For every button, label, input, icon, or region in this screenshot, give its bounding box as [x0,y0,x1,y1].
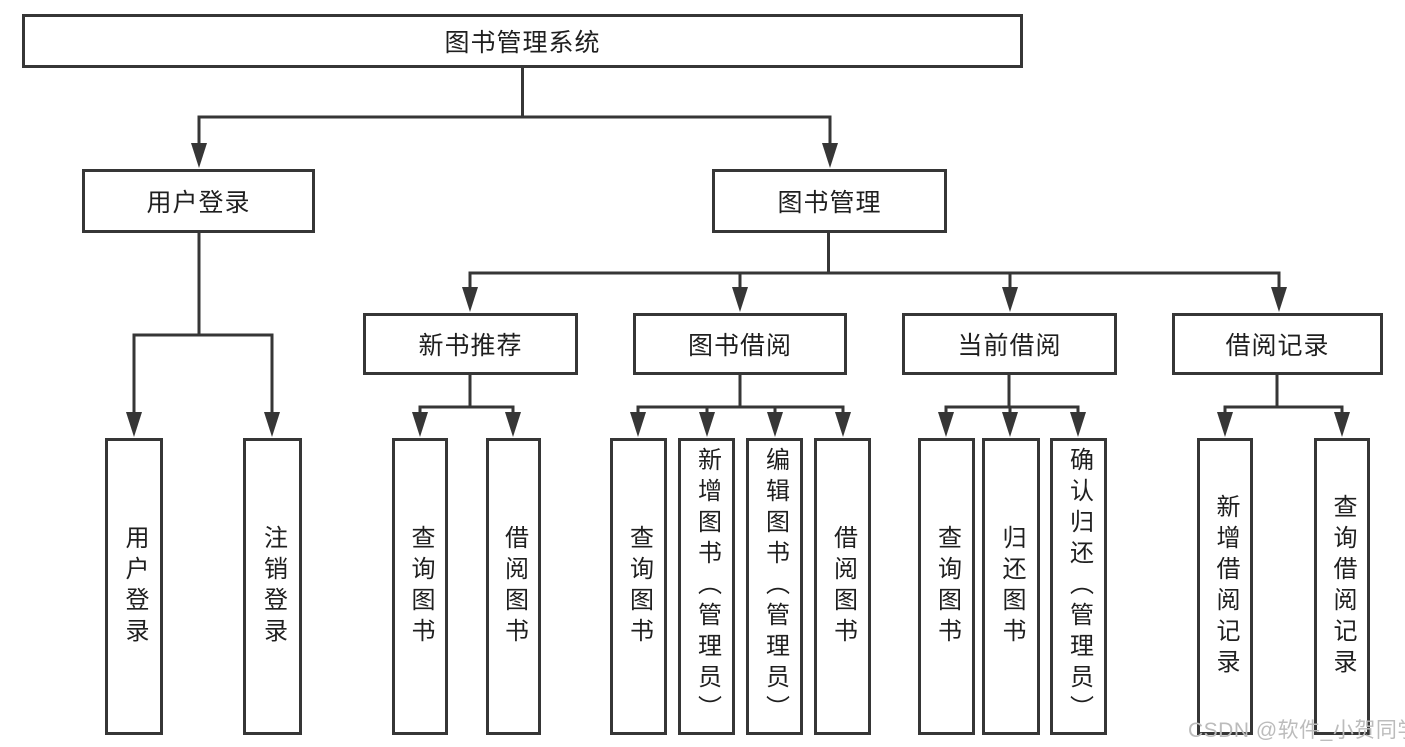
leaf-current-return-books: 归还图书 [982,438,1040,735]
leaf-label: 编辑图书（管理员） [761,447,789,726]
leaf-current-query-books: 查询图书 [918,438,975,735]
node-new-book-recommend: 新书推荐 [363,313,578,375]
leaf-label: 借阅图书 [500,524,528,649]
leaf-label: 查询图书 [407,524,434,649]
node-label: 借阅记录 [1225,332,1330,360]
leaf-label: 查询图书 [933,524,961,649]
leaf-logout: 注销登录 [243,438,302,735]
node-label: 当前借阅 [957,332,1062,360]
node-label: 图书借阅 [687,332,792,360]
leaf-borrowing-borrow-books: 借阅图书 [814,438,871,735]
node-borrowing-records: 借阅记录 [1172,313,1383,375]
leaf-records-query-record: 查询借阅记录 [1314,438,1370,735]
leaf-label: 用户登录 [121,524,148,649]
node-current-borrowing: 当前借阅 [902,313,1117,375]
leaf-records-add-record: 新增借阅记录 [1197,438,1253,735]
node-book-borrowing: 图书借阅 [633,313,847,375]
leaf-recommend-query-books: 查询图书 [392,438,448,735]
node-book-management: 图书管理 [712,169,947,233]
leaf-recommend-borrow-books: 借阅图书 [486,438,541,735]
node-label: 图书管理 [777,189,882,217]
leaf-label: 新增图书（管理员） [693,447,721,726]
node-label: 用户登录 [146,189,251,217]
leaf-label: 借阅图书 [829,524,857,649]
leaf-label: 归还图书 [998,524,1025,649]
leaf-label: 新增借阅记录 [1212,493,1239,680]
node-label: 图书管理系统 [444,29,601,57]
leaf-label: 注销登录 [259,524,287,649]
node-root-library-system: 图书管理系统 [22,14,1023,68]
leaf-label: 查询借阅记录 [1329,493,1356,680]
node-label: 新书推荐 [418,332,523,360]
leaf-label: 查询图书 [625,524,653,649]
leaf-user-login: 用户登录 [105,438,163,735]
leaf-label: 确认归还（管理员） [1065,447,1093,726]
leaf-borrowing-add-books-admin: 新增图书（管理员） [678,438,735,735]
leaf-borrowing-query-books: 查询图书 [610,438,667,735]
leaf-current-confirm-return-admin: 确认归还（管理员） [1050,438,1107,735]
node-user-login: 用户登录 [82,169,315,233]
leaf-borrowing-edit-books-admin: 编辑图书（管理员） [746,438,803,735]
